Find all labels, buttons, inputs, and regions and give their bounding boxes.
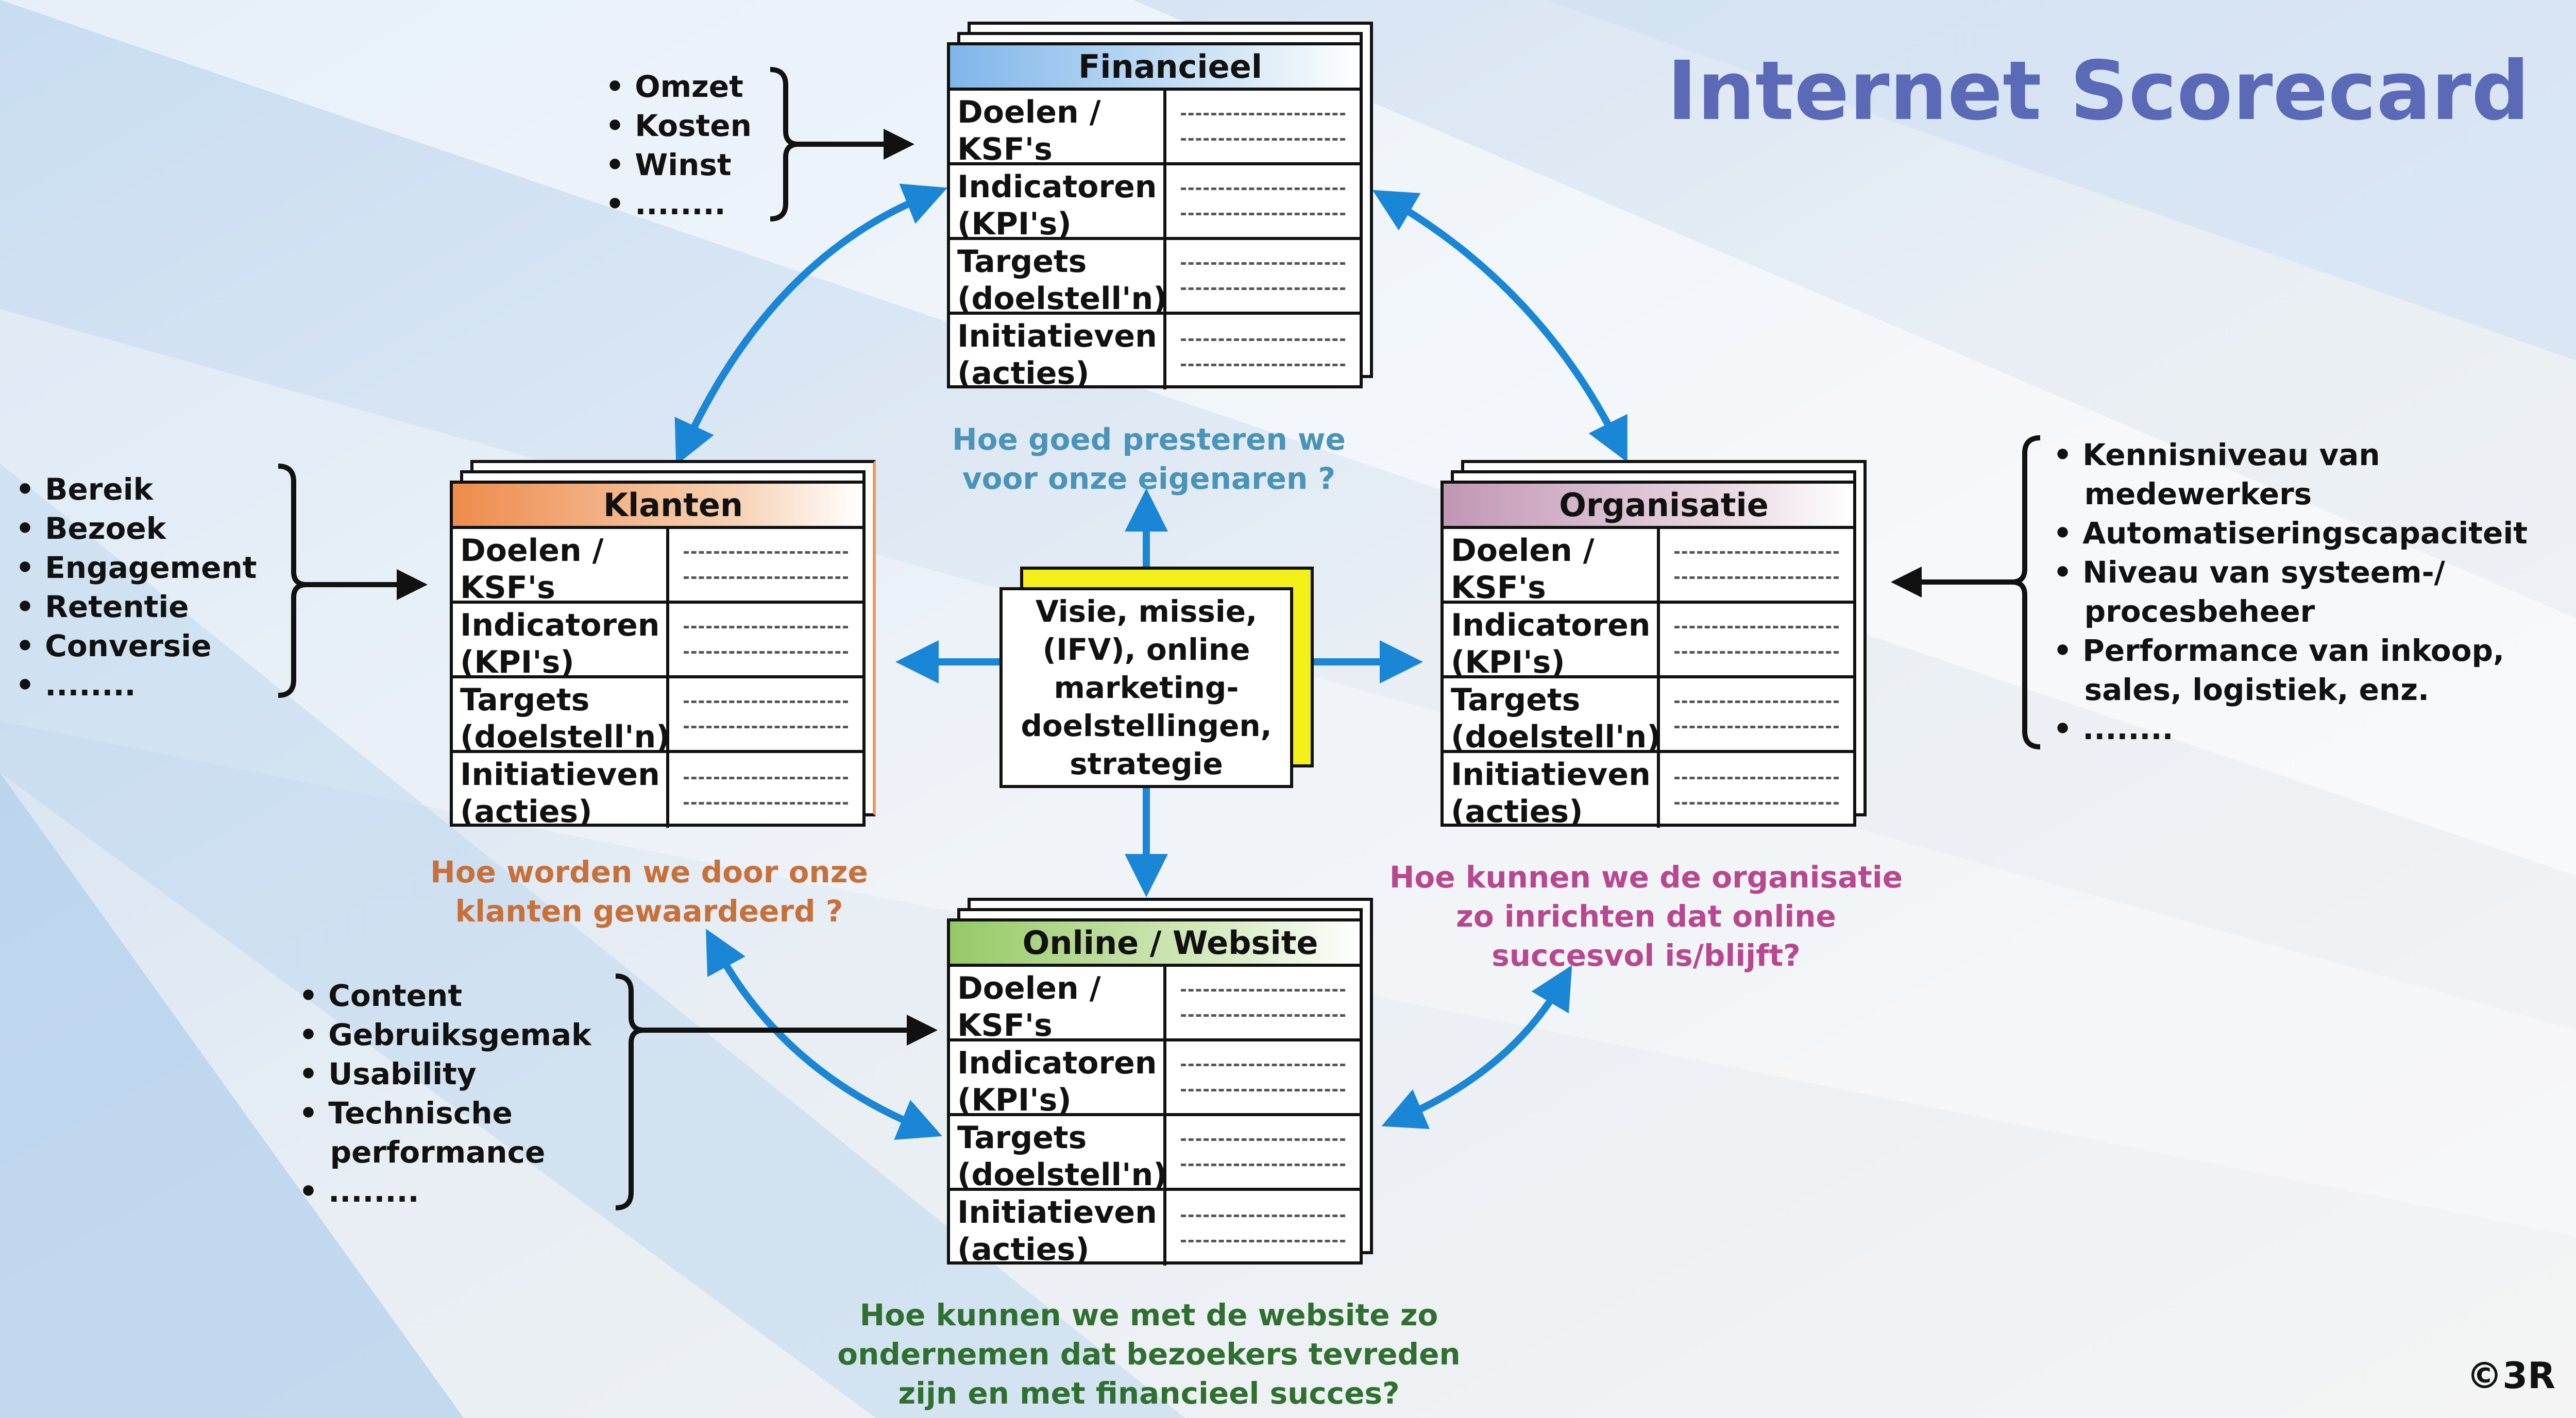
arrow-financieel-organisatie (1372, 190, 1628, 463)
arrow-organisatie-online (1381, 965, 1572, 1130)
card-financieel: Financieel Doelen / KSF's Indicatoren (K… (947, 22, 1373, 391)
card-online: Online / Website Doelen / KSF's Indicato… (947, 898, 1373, 1268)
card-organisatie: Organisatie Doelen / KSF's Indicatoren (… (1440, 460, 1867, 830)
page-title: Internet Scorecard (1667, 44, 2530, 139)
list-online: • Content • Gebruiksgemak • Usability • … (299, 978, 591, 1209)
bracket-organisatie (2011, 435, 2041, 749)
arrow-klanten-financieel (674, 183, 947, 466)
question-online: Hoe kunnen we met de website zo ondernem… (837, 1297, 1461, 1411)
bracket-klanten (278, 464, 307, 698)
card-header: Online / Website (950, 921, 1360, 967)
center-strategy-box: Visie, missie, (IFV), online marketing- … (999, 567, 1314, 788)
bracket-online (615, 973, 645, 1210)
card-header: Organisatie (1444, 484, 1853, 529)
question-klanten: Hoe worden we door onze klanten gewaarde… (430, 855, 868, 929)
center-text: Visie, missie, (IFV), online marketing- … (999, 587, 1293, 788)
arrow-klanten-online (705, 929, 942, 1140)
card-header: Financieel (950, 45, 1360, 91)
card-klanten: Klanten Doelen / KSF's Indicatoren (KPI'… (450, 460, 876, 830)
bracket-financieel (770, 67, 799, 221)
question-organisatie: Hoe kunnen we de organisatie zo inrichte… (1389, 860, 1903, 973)
list-organisatie: • Kennisniveau van medewerkers • Automat… (2053, 437, 2528, 746)
copyright-logo: ©3R (2466, 1355, 2555, 1397)
card-header: Klanten (453, 484, 862, 529)
list-klanten: • Bereik • Bezoek • Engagement • Retenti… (15, 472, 257, 703)
question-financieel: Hoe goed presteren we voor onze eigenare… (952, 422, 1346, 496)
list-financieel: • Omzet • Kosten • Winst • ........ (605, 69, 752, 221)
